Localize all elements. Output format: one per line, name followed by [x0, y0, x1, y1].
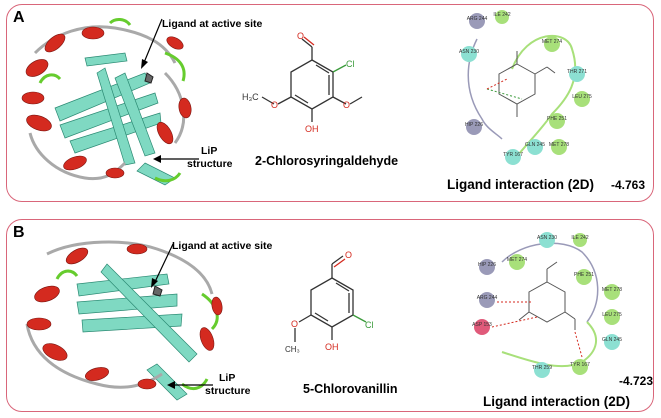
chlorine-atom: Cl: [346, 59, 355, 69]
residue-label: TYR 167: [503, 152, 523, 158]
residue-node: [534, 362, 550, 378]
panel-a: A: [6, 4, 654, 202]
residue-label: THR 271: [567, 69, 587, 75]
residue-label: GLN 245: [525, 142, 545, 148]
methyl-group: CH₃: [285, 345, 300, 354]
residue-label: ARG 244: [467, 16, 488, 22]
residue-node: [604, 309, 620, 325]
compound-name: 5-Chlorovanillin: [303, 382, 398, 396]
active-site-arrow: [141, 18, 163, 69]
residue-node: [573, 233, 587, 247]
panel-letter: B: [13, 224, 25, 241]
residue-node: [604, 334, 620, 350]
panel-letter: A: [13, 9, 25, 26]
residue-node: [569, 66, 585, 82]
residue-label: ILE 242: [571, 235, 588, 241]
residue-label: ASN 230: [537, 235, 557, 241]
lip-structure-arrow: [153, 155, 199, 163]
svg-text:O: O: [343, 100, 350, 110]
residue-label: THR 259: [532, 365, 552, 371]
residue-label: ARG 244: [477, 295, 498, 301]
residue-node: [604, 284, 620, 300]
residue-label: TYR 167: [570, 362, 590, 368]
active-site-label: Ligand at active site: [172, 240, 273, 252]
residue-label: HIP 226: [465, 122, 483, 128]
structure-label: structure: [205, 385, 251, 397]
ligand-interaction-diagram: ARG 244 ASN 230 HIP 226 ILE 242 MET 274 …: [459, 10, 592, 165]
lip-label: LiP: [201, 145, 218, 157]
ligand-interaction-diagram: HIP 226 ASN 230 ILE 242 MET 274 PHE 251 …: [472, 232, 622, 378]
svg-text:O: O: [271, 100, 278, 110]
residue-node: [576, 269, 592, 285]
residue-node: [544, 36, 560, 52]
residue-node: [474, 319, 490, 335]
chlorine-atom: Cl: [365, 320, 374, 330]
residue-node: [574, 91, 590, 107]
residue-node: [549, 113, 565, 129]
residue-label: MET 278: [602, 287, 622, 293]
docking-score: -4.763: [611, 178, 646, 192]
residue-node: [479, 292, 495, 308]
residue-node: [469, 13, 485, 29]
residue-label: HIP 226: [478, 262, 496, 268]
structure-label: structure: [187, 158, 233, 170]
residue-label: MET 274: [542, 39, 562, 45]
svg-text:O: O: [291, 319, 298, 329]
methyl-group: H₃C: [242, 92, 259, 102]
residue-label: LEU 275: [572, 94, 592, 100]
residue-node: [495, 10, 509, 24]
residue-label: ASN 230: [459, 49, 479, 55]
residue-node: [479, 259, 495, 275]
residue-label: MET 274: [507, 257, 527, 263]
residue-label: GLN 245: [602, 337, 622, 343]
molecule-structure: O Cl O O H₃C OH: [242, 31, 363, 134]
docking-score: -4.723: [619, 374, 654, 388]
residue-label: PHE 251: [574, 272, 594, 278]
lip-structure-arrow: [167, 381, 213, 389]
hydroxyl-group: OH: [325, 342, 339, 352]
residue-node: [527, 139, 543, 155]
residue-label: PHE 251: [547, 116, 567, 122]
residue-label: ILE 242: [493, 12, 510, 18]
residue-node: [461, 46, 477, 62]
residue-node: [539, 232, 555, 248]
panel-b: B: [6, 219, 654, 412]
active-site-arrow: [151, 243, 174, 288]
aldehyde-oxygen: O: [345, 250, 352, 260]
protein-structure-image: [21, 18, 192, 186]
lip-label: LiP: [219, 372, 236, 384]
residue-label: MET 278: [549, 142, 569, 148]
aldehyde-oxygen: O: [297, 31, 304, 41]
residue-node: [551, 139, 567, 155]
hydroxyl-group: OH: [305, 124, 319, 134]
residue-node: [466, 119, 482, 135]
residue-label: LEU 275: [602, 312, 622, 318]
interaction-label: Ligand interaction (2D): [483, 394, 631, 409]
residue-node: [509, 254, 525, 270]
compound-name: 2-Chlorosyringaldehyde: [255, 154, 399, 168]
protein-structure-image: [25, 240, 223, 401]
residue-node: [505, 149, 521, 165]
residue-label: ASP 153: [472, 322, 492, 328]
active-site-label: Ligand at active site: [162, 18, 263, 30]
molecule-structure: O Cl O CH₃ OH: [285, 250, 374, 354]
interaction-label: Ligand interaction (2D): [447, 177, 595, 192]
residue-node: [572, 359, 588, 375]
